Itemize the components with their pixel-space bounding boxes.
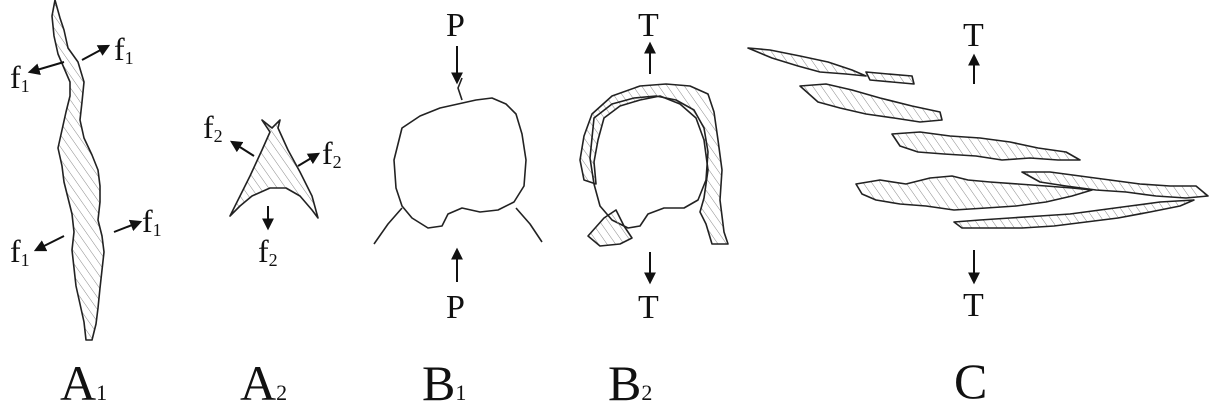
a1-arrow-lower-right — [114, 222, 140, 232]
a2-force-label-upper-right: f2 — [322, 135, 342, 172]
panel-b1: P P B1 — [374, 7, 542, 411]
a1-arrow-lower-left — [36, 236, 64, 250]
b1-boundary-right — [516, 208, 542, 242]
a1-arrow-upper-right — [82, 46, 108, 60]
c-vein-3 — [800, 84, 942, 122]
a1-force-label-lower-left: f1 — [10, 233, 30, 270]
c-top-symbol: T — [963, 17, 984, 54]
c-vein-1 — [748, 48, 866, 76]
c-vein-4 — [892, 132, 1080, 160]
panel-b2: T T B2 — [580, 7, 728, 411]
a2-force-label-upper-left: f2 — [203, 109, 223, 146]
a2-arrow-upper-right — [298, 154, 318, 166]
panel-b2-label: B2 — [608, 355, 652, 411]
a1-arrow-upper-left — [30, 62, 64, 72]
b1-grain-outline — [394, 98, 526, 228]
panel-a2: f2 f2 f2 A2 — [203, 109, 342, 411]
b1-boundary-left — [374, 208, 402, 244]
c-bottom-symbol: T — [963, 287, 984, 324]
panel-c-label: C — [954, 353, 987, 409]
panel-a1-label: A1 — [60, 355, 107, 411]
panel-a2-label: A2 — [240, 355, 287, 411]
panel-b1-label: B1 — [422, 355, 466, 411]
a2-vein-outline — [230, 120, 318, 218]
a2-arrow-upper-left — [232, 142, 254, 156]
c-vein-2 — [866, 72, 914, 84]
b2-bottom-symbol: T — [638, 289, 659, 326]
panel-a1: f1 f1 f1 f1 A1 — [10, 0, 162, 411]
panel-c: T T C — [748, 17, 1208, 409]
b1-top-symbol: P — [446, 7, 465, 44]
a1-force-label-upper-left: f1 — [10, 59, 30, 96]
a1-vein-outline — [52, 0, 104, 340]
b2-left-hatch-base — [588, 210, 632, 246]
b1-crack-top — [458, 78, 462, 100]
a2-force-label-bottom: f2 — [258, 233, 278, 270]
a1-force-label-upper-right: f1 — [114, 31, 134, 68]
a1-force-label-lower-right: f1 — [142, 203, 162, 240]
b2-top-symbol: T — [638, 7, 659, 44]
b1-bottom-symbol: P — [446, 289, 465, 326]
